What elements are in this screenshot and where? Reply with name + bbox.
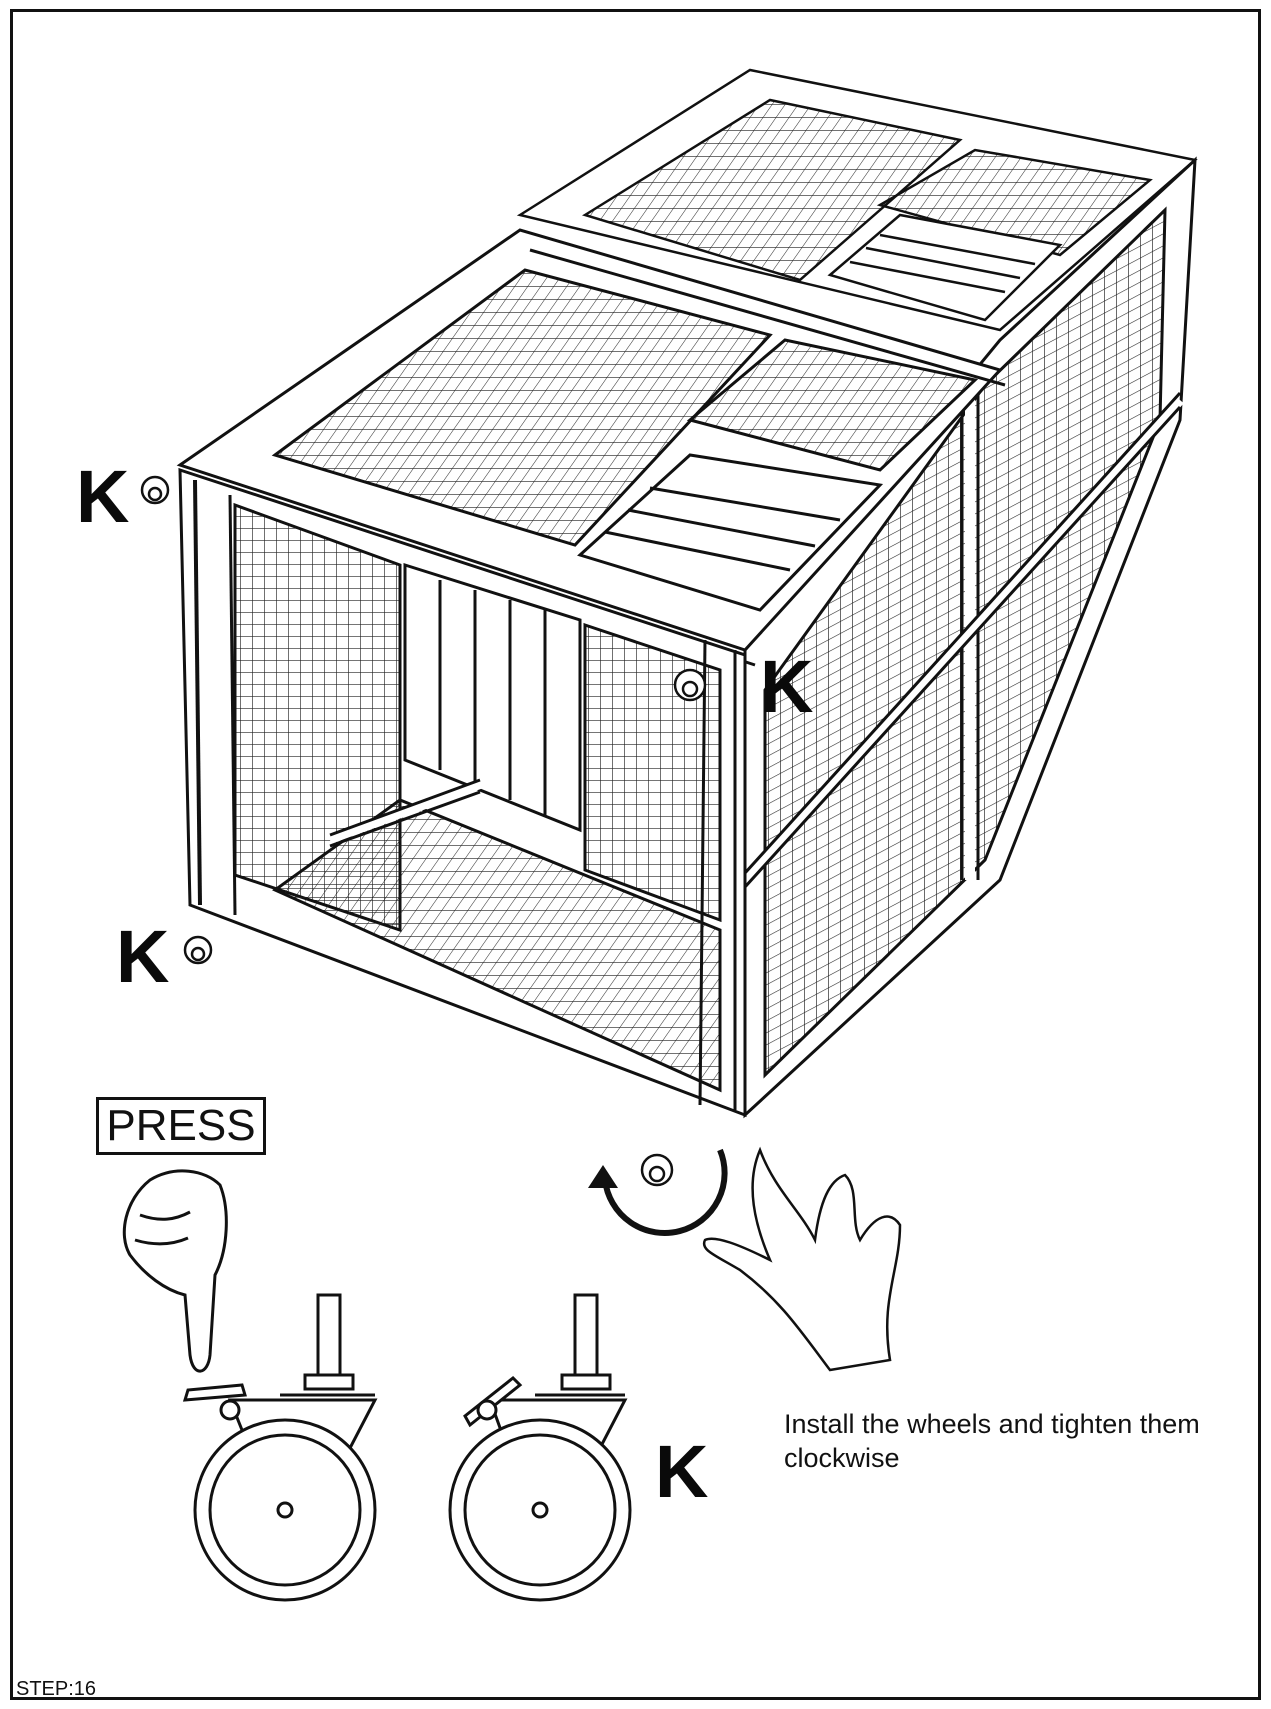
hand-icon — [702, 1146, 902, 1372]
wheel-sockets — [140, 475, 707, 1187]
press-label: PRESS — [96, 1097, 266, 1155]
instruction-text: Install the wheels and tighten them cloc… — [784, 1409, 1200, 1473]
back-roof-panel — [516, 68, 1198, 332]
clockwise-arrow-icon — [588, 1148, 728, 1236]
k-label-1: K — [76, 455, 130, 538]
right-side-wall — [741, 156, 1197, 1119]
k-label-2: K — [760, 645, 814, 728]
caster-wheel — [448, 1293, 632, 1602]
pressing-hand-icon — [122, 1169, 228, 1373]
step-number: STEP:16 — [16, 1678, 97, 1700]
k-label-3: K — [116, 915, 170, 998]
caster-wheel-with-brake — [182, 1293, 378, 1602]
front-face — [178, 467, 747, 1118]
k-label-4: K — [655, 1430, 709, 1513]
